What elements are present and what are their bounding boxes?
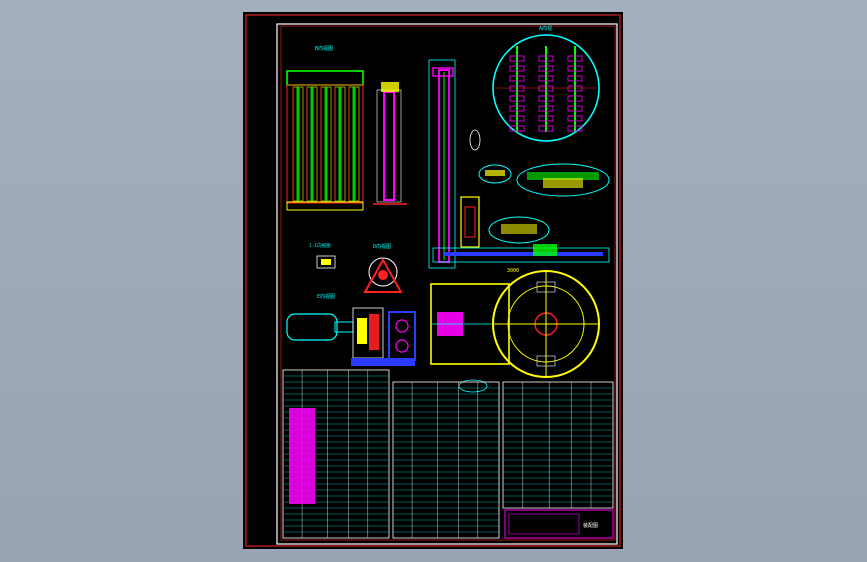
circle-column-segment <box>538 85 554 92</box>
magenta-highlight-column <box>289 408 315 504</box>
handle-body <box>286 313 338 341</box>
detail-ellipse-2-band <box>527 172 599 180</box>
outer-frame <box>245 14 621 547</box>
a-view-circle-detail: A向视 <box>492 25 600 142</box>
detail-ellipse-5 <box>458 379 488 393</box>
gearbox-fill <box>357 318 367 344</box>
circle-column-segment <box>538 115 554 122</box>
b-view-assembly: B向视图 <box>286 45 364 211</box>
inner-border <box>280 25 616 541</box>
circle-column-segment <box>567 55 583 62</box>
circle-column-segment <box>509 115 525 122</box>
circle-column-segment <box>567 125 583 132</box>
turntable-assembly <box>430 270 600 378</box>
detail-ellipse-2 <box>516 163 610 197</box>
circle-column-segment <box>509 125 525 132</box>
circle-column-segment <box>509 105 525 112</box>
circle-column-segment <box>567 105 583 112</box>
gearbox-red <box>369 314 379 350</box>
carriage <box>460 196 480 248</box>
bom-tables: 装配图 <box>282 369 614 539</box>
circle-view-label: A向视 <box>539 25 552 32</box>
circle-column-segment <box>567 65 583 72</box>
bearing-support <box>363 257 403 293</box>
bearing-hub <box>378 270 388 280</box>
middle-left-parts: I-I向视图 D向视图 <box>309 242 403 293</box>
turntable-spoke-block-2 <box>536 355 556 367</box>
b-view-bottom-plate <box>286 201 364 211</box>
circle-column-segment <box>567 115 583 122</box>
motor-wheel-2 <box>395 339 409 353</box>
small-view-label: I-I向视图 <box>309 242 331 249</box>
detail-circle <box>492 34 600 142</box>
e-view-label: E向视图 <box>317 293 335 300</box>
b-view-label: B向视图 <box>315 45 333 52</box>
circle-column-segment <box>538 65 554 72</box>
carriage-inner <box>464 206 476 238</box>
side-column-cap <box>381 82 399 92</box>
side-column <box>373 82 407 205</box>
detail-ellipse-1 <box>478 164 512 184</box>
motor-base <box>351 358 415 366</box>
detail-ellipse-2-core <box>543 178 583 188</box>
circle-column-segment <box>509 95 525 102</box>
small-part <box>316 255 336 269</box>
title-block: 装配图 <box>504 509 614 539</box>
bom-table-right <box>502 381 614 509</box>
detail-ellipse-3 <box>488 216 550 244</box>
detail-ellipses <box>458 129 610 393</box>
lifting-frame-head <box>432 67 454 77</box>
lifting-frame: 3000 <box>428 59 610 274</box>
e-view-mechanism: E向视图 <box>286 293 416 366</box>
drawing-border <box>276 23 618 545</box>
motor-wheel-1 <box>395 319 409 333</box>
circle-column-segment <box>538 125 554 132</box>
dimension-label: 3000 <box>507 268 519 274</box>
b-view-frame <box>286 84 364 204</box>
drawing-sheet: B向视图 3000 A向视 <box>243 12 623 549</box>
circle-column-segment <box>567 85 583 92</box>
circle-columns <box>495 46 597 132</box>
detail-ellipse-4 <box>469 129 481 151</box>
circle-column-segment <box>567 95 583 102</box>
tube-bank <box>292 86 360 202</box>
circle-column-segment <box>538 55 554 62</box>
circle-column-segment <box>538 95 554 102</box>
base-beam <box>432 247 610 263</box>
circle-column-segment <box>509 65 525 72</box>
title-block-text: 装配图 <box>583 522 598 529</box>
circle-column-segment <box>509 75 525 82</box>
circle-column-segment <box>567 75 583 82</box>
title-block-cell <box>508 513 580 535</box>
detail-ellipse-3-fill <box>501 224 537 234</box>
turntable-spoke-block-1 <box>536 281 556 293</box>
lifting-frame-outer <box>428 59 456 269</box>
detail-ellipse-1-fill <box>485 170 505 176</box>
d-view-label: D向视图 <box>373 243 391 250</box>
circle-column-segment <box>538 75 554 82</box>
base-beam-rail <box>443 252 603 256</box>
small-part-fill <box>321 259 331 265</box>
circle-column-segment <box>509 85 525 92</box>
base-beam-block <box>533 244 557 256</box>
title-block-frame <box>504 509 614 539</box>
circle-column-segment <box>509 55 525 62</box>
circle-column-segment <box>538 105 554 112</box>
